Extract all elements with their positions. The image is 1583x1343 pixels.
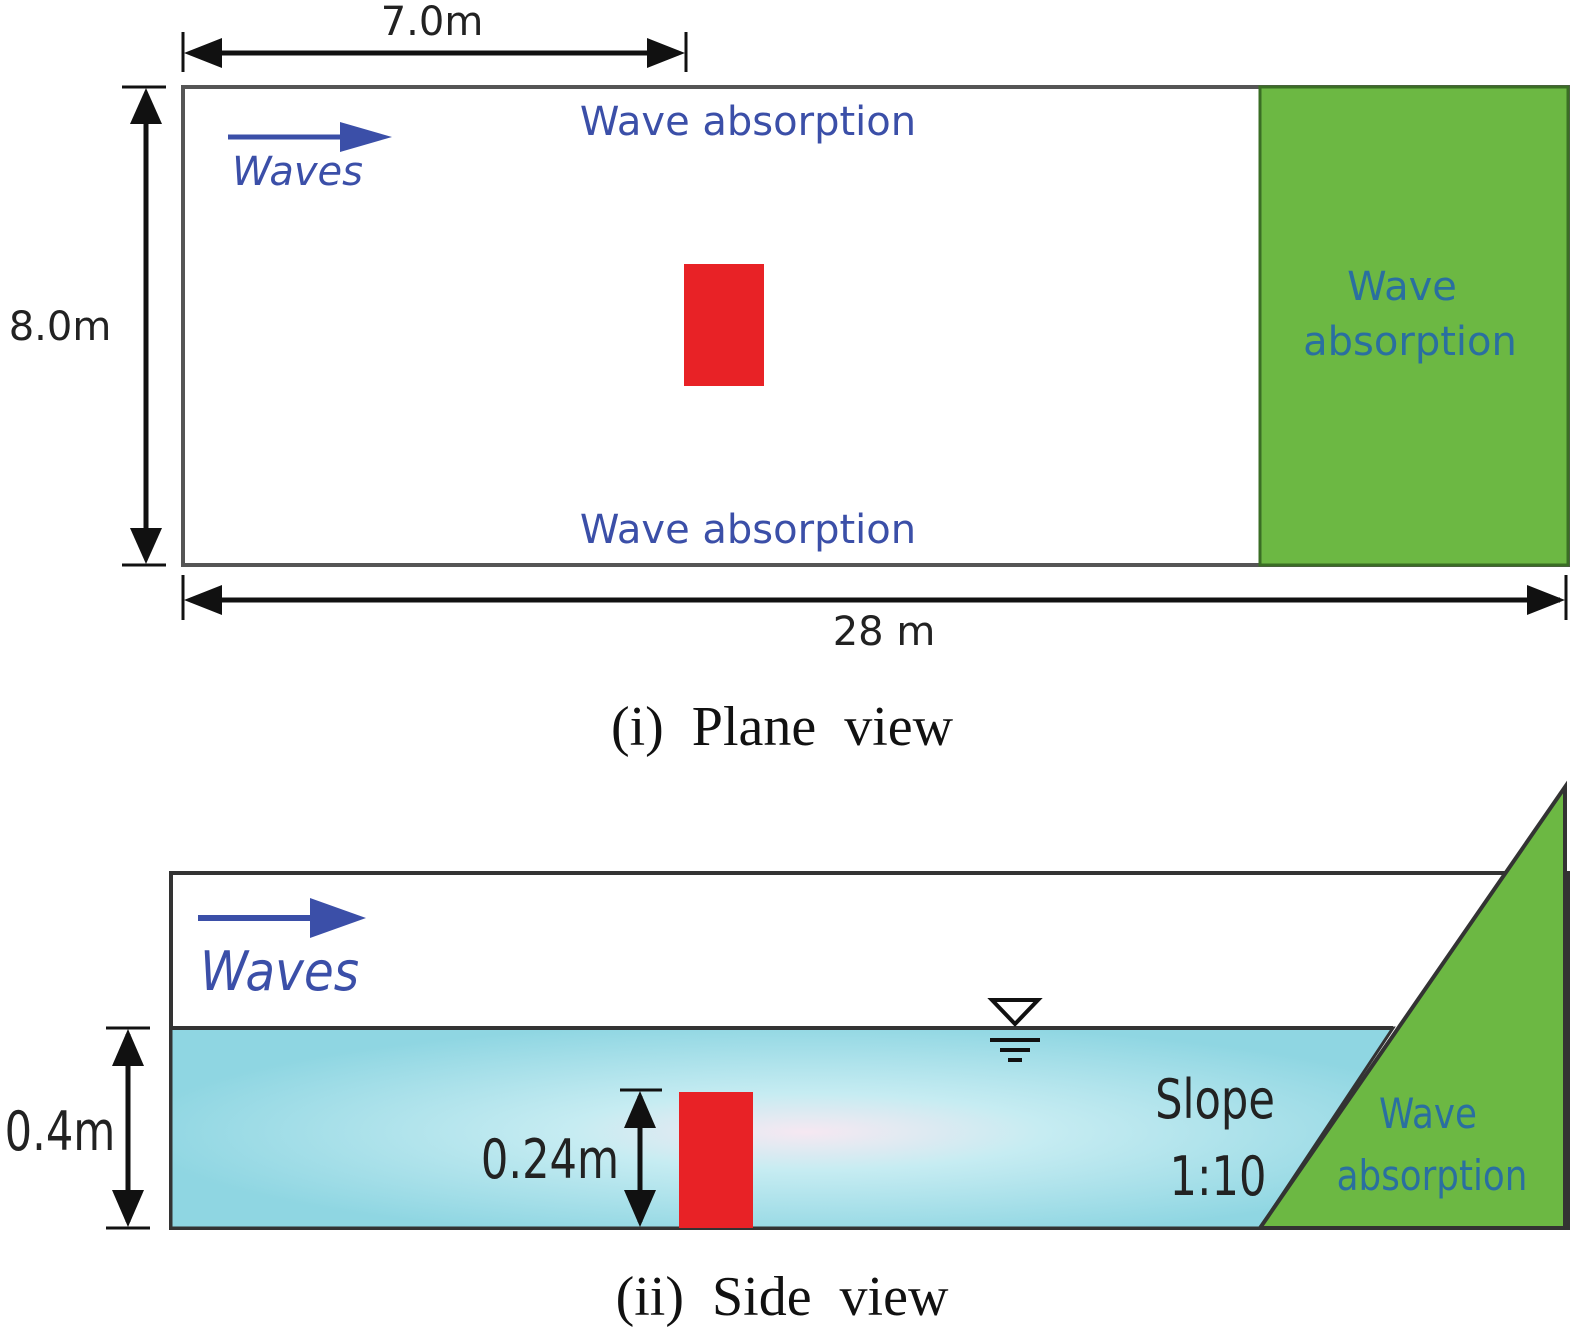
plane-absorber-label-1: Wave — [1347, 264, 1457, 310]
side-waves-arrow — [198, 898, 366, 938]
plane-absorber-right — [1258, 85, 1570, 567]
water-level-icon — [987, 998, 1043, 1062]
dimension-top: 7.0m — [181, 0, 688, 72]
plane-caption: (i) Plane view — [611, 696, 954, 758]
dimension-structure: 0.24m — [481, 1088, 662, 1227]
plane-structure — [684, 264, 764, 386]
plane-absorber-label-2: absorption — [1303, 319, 1517, 365]
side-absorber — [1256, 780, 1567, 1230]
side-structure — [679, 1092, 753, 1228]
dimension-left: 8.0m — [9, 85, 166, 567]
dimension-depth: 0.4m — [5, 1026, 150, 1230]
dim-depth-label: 0.4m — [5, 1100, 116, 1163]
dim-top-label: 7.0m — [381, 0, 484, 45]
plane-view: 7.0m 8.0m Wave absorption Waves Wave abs… — [9, 0, 1570, 758]
dim-bottom-label: 28 m — [833, 609, 936, 655]
dim-structure-label: 0.24m — [481, 1128, 619, 1191]
side-absorber-label-1: Wave — [1379, 1090, 1477, 1138]
slope-label-2: 1:10 — [1170, 1145, 1267, 1208]
plane-absorption-bottom: Wave absorption — [580, 507, 916, 553]
side-waves-label: Waves — [200, 941, 359, 1004]
plane-waves-arrow — [228, 122, 392, 152]
dim-left-label: 8.0m — [9, 304, 112, 350]
plane-waves-label: Waves — [232, 149, 363, 195]
side-absorber-label-2: absorption — [1337, 1152, 1528, 1200]
side-view: Wave absorption Waves 0.4m — [5, 780, 1570, 1328]
side-caption: (ii) Side view — [616, 1266, 949, 1328]
slope-label-1: Slope — [1155, 1068, 1275, 1131]
dimension-bottom: 28 m — [181, 575, 1568, 655]
plane-absorption-top: Wave absorption — [580, 99, 916, 145]
